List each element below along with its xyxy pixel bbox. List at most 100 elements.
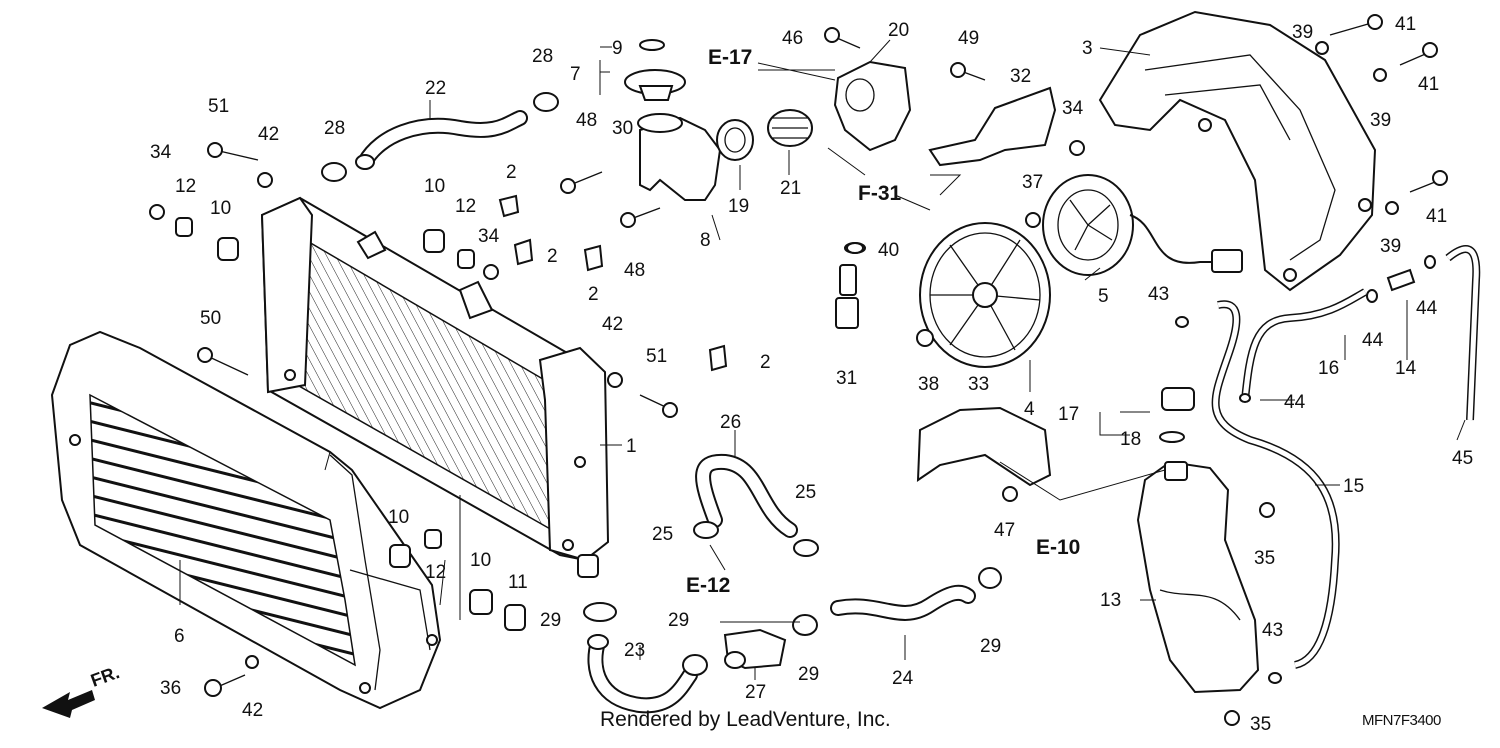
callout-49: 49 [958, 28, 979, 49]
callout-50: 50 [200, 308, 221, 329]
ref-e17: E-17 [708, 46, 752, 69]
callout-36: 36 [160, 678, 181, 699]
callout-51: 51 [646, 346, 667, 367]
fasteners [149, 14, 1448, 726]
callout-12: 12 [425, 562, 446, 583]
callout-48: 48 [624, 260, 645, 281]
callout-34: 34 [150, 142, 172, 163]
callout-13: 13 [1100, 590, 1121, 611]
callout-2: 2 [588, 284, 599, 305]
callout-numbers: 1 2 2 2 2 3 4 5 6 7 8 9 10 10 10 10 11 1… [150, 14, 1473, 735]
callout-6: 6 [174, 626, 185, 647]
ref-e10: E-10 [1036, 536, 1080, 559]
callout-42: 42 [242, 700, 263, 721]
callout-19: 19 [728, 196, 749, 217]
overflow-tubes [1211, 245, 1481, 669]
cooling-fan [919, 222, 1051, 368]
thermostat [767, 109, 813, 147]
callout-41: 41 [1395, 14, 1416, 35]
radiator-cap [624, 39, 686, 101]
callout-17: 17 [1058, 404, 1079, 425]
callout-8: 8 [700, 230, 711, 251]
callout-2: 2 [760, 352, 771, 373]
callout-29: 29 [980, 636, 1001, 657]
radiator [260, 196, 610, 578]
callout-29: 29 [668, 610, 689, 631]
hose-23 [587, 634, 698, 714]
callout-28: 28 [324, 118, 345, 139]
callout-11: 11 [508, 572, 528, 593]
callout-45: 45 [1452, 448, 1473, 469]
callout-32: 32 [1010, 66, 1031, 87]
render-credit: Rendered by LeadVenture, Inc. [600, 708, 891, 731]
callout-10: 10 [388, 507, 409, 528]
thermostat-housing [833, 60, 912, 152]
callout-18: 18 [1120, 429, 1141, 450]
callout-44: 44 [1284, 392, 1306, 413]
callout-31: 31 [836, 368, 857, 389]
callout-34: 34 [478, 226, 500, 247]
callout-39: 39 [1370, 110, 1391, 131]
callout-5: 5 [1098, 286, 1109, 307]
callout-42: 42 [602, 314, 623, 335]
callout-24: 24 [892, 668, 914, 689]
callout-20: 20 [888, 20, 909, 41]
front-direction-arrow [42, 690, 95, 718]
stay-33 [916, 406, 1052, 487]
o-ring-19 [716, 119, 754, 161]
callout-25: 25 [795, 482, 816, 503]
callout-39: 39 [1292, 22, 1313, 43]
joint-27 [723, 628, 787, 670]
hose-26 [695, 453, 798, 538]
ref-f31: F-31 [858, 182, 902, 205]
fan-motor [1042, 174, 1243, 276]
fan-shroud [1098, 10, 1377, 292]
callout-34: 34 [1062, 98, 1084, 119]
callout-12: 12 [175, 176, 196, 197]
callout-2: 2 [547, 246, 558, 267]
callout-41: 41 [1426, 206, 1447, 227]
callout-29: 29 [798, 664, 819, 685]
callout-28: 28 [532, 46, 553, 67]
callout-9: 9 [612, 38, 623, 59]
callout-44: 44 [1362, 330, 1384, 351]
callout-42: 42 [258, 124, 279, 145]
callout-46: 46 [782, 28, 803, 49]
radiator-grille [50, 330, 442, 710]
callout-1: 1 [626, 436, 637, 457]
callout-29: 29 [540, 610, 561, 631]
ref-e12: E-12 [686, 574, 730, 597]
callout-40: 40 [878, 240, 899, 261]
callout-14: 14 [1395, 358, 1417, 379]
callout-43: 43 [1262, 620, 1283, 641]
callout-4: 4 [1024, 399, 1035, 420]
callout-41: 41 [1418, 74, 1439, 95]
callout-10: 10 [470, 550, 491, 571]
callout-48: 48 [576, 110, 597, 131]
hose-clamps [321, 92, 1002, 676]
callout-33: 33 [968, 374, 989, 395]
callout-15: 15 [1343, 476, 1364, 497]
callout-37: 37 [1022, 172, 1043, 193]
callout-10: 10 [424, 176, 445, 197]
filler-neck [637, 113, 722, 201]
callout-51: 51 [208, 96, 229, 117]
callout-25: 25 [652, 524, 673, 545]
callout-39: 39 [1380, 236, 1401, 257]
callout-2: 2 [506, 162, 517, 183]
callout-10: 10 [210, 198, 231, 219]
callout-30: 30 [612, 118, 633, 139]
reserve-tank [1136, 387, 1260, 694]
callout-21: 21 [780, 178, 801, 199]
thermo-sensor [835, 242, 866, 329]
callout-27: 27 [745, 682, 766, 703]
callout-43: 43 [1148, 284, 1169, 305]
callout-38: 38 [918, 374, 939, 395]
callout-23: 23 [624, 640, 645, 661]
callout-35: 35 [1254, 548, 1275, 569]
hose-22 [355, 110, 528, 170]
stay-32 [928, 86, 1057, 167]
leader-lines [179, 39, 1466, 680]
callout-47: 47 [994, 520, 1015, 541]
